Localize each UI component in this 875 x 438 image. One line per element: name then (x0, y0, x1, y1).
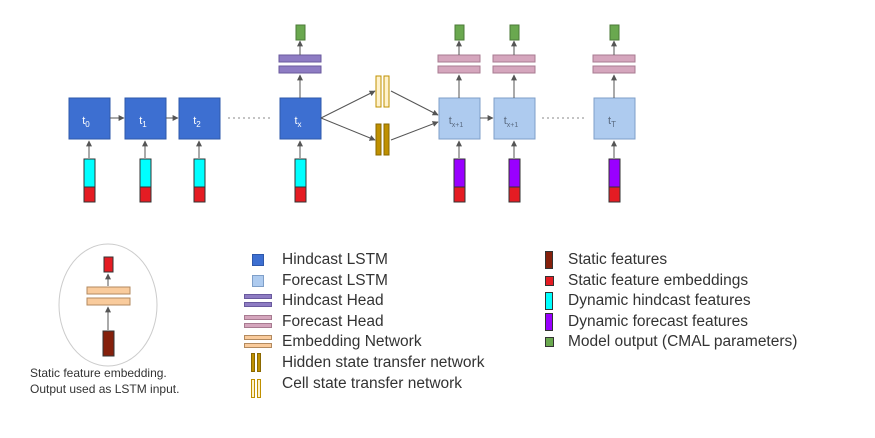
svg-text:tx+1: tx+1 (504, 115, 519, 129)
legend-label: Forecast LSTM (282, 271, 388, 289)
embedding-network (86, 297, 131, 306)
legend-label: Static feature embeddings (568, 271, 749, 289)
forecast-lstm-tT: tT (593, 97, 636, 140)
model-output (295, 24, 306, 41)
legend-label: Hindcast Head (282, 292, 384, 310)
legend-label: Static features (568, 251, 668, 268)
timestep-label: t (82, 115, 85, 127)
arrow (390, 121, 439, 141)
svg-text:tx+1: tx+1 (449, 115, 464, 129)
hindcast-head (278, 54, 322, 74)
timestep-label: t (504, 115, 507, 127)
svg-text:t1: t1 (139, 115, 147, 129)
legend-label: Forecast Head (282, 312, 384, 330)
timestep-label: t (294, 115, 297, 127)
legend-label: Hindcast LSTM (282, 251, 388, 268)
timestep-label: t (449, 115, 452, 127)
hidden-state-transfer-network (375, 123, 390, 156)
hindcast-lstm-tx: tx (279, 97, 322, 140)
svg-text:t2: t2 (193, 115, 201, 129)
embedding-network (86, 286, 131, 295)
model-output (454, 24, 465, 41)
legend-label: Model output (CMAL parameters) (568, 333, 798, 351)
forecast-input-tT (608, 158, 621, 203)
timestep-subscript: 1 (142, 120, 147, 129)
model-output (609, 24, 620, 41)
timestep-label: t (193, 115, 196, 127)
svg-text:t0: t0 (82, 115, 90, 129)
legend-label: Dynamic forecast features (568, 312, 749, 330)
forecast-lstm-tx1a: tx+1 (438, 97, 481, 140)
timestep-subscript: x (298, 120, 302, 129)
model-output (509, 24, 520, 41)
hindcast-lstm-t0: t0 (68, 97, 111, 140)
timestep-subscript: T (611, 120, 616, 129)
static-embedding-inset (58, 243, 158, 367)
timestep-subscript: x+1 (507, 122, 519, 129)
forecast-head (492, 54, 536, 74)
timestep-subscript: 2 (196, 120, 201, 129)
static-embedding (103, 256, 114, 273)
inset-caption: Static feature embedding. Output used as… (30, 366, 179, 397)
timestep-subscript: x+1 (452, 122, 464, 129)
hindcast-input-t2 (193, 158, 206, 203)
forecast-input-tx1a (453, 158, 466, 203)
forecast-head (592, 54, 636, 74)
hindcast-lstm-t1: t1 (124, 97, 167, 140)
svg-text:tx: tx (294, 115, 301, 129)
legend-label: Dynamic hindcast features (568, 292, 751, 310)
caption-line: Output used as LSTM input. (30, 381, 180, 396)
caption-line: Static feature embedding. (30, 366, 167, 380)
arrow (320, 90, 376, 119)
timestep-label: t (139, 115, 142, 127)
forecast-head (437, 54, 481, 74)
cell-state-transfer-network (375, 75, 390, 108)
hindcast-lstm-t2: t2 (178, 97, 221, 140)
arrow (390, 90, 439, 116)
hindcast-input-t1 (139, 158, 152, 203)
hindcast-input-tx (294, 158, 307, 203)
arrow (320, 117, 376, 141)
hindcast-input-t0 (83, 158, 96, 203)
static-features (102, 330, 115, 357)
forecast-lstm-tx1b: tx+1 (493, 97, 536, 140)
timestep-label: t (608, 115, 611, 127)
forecast-input-tx1b (508, 158, 521, 203)
legend-label: Cell state transfer network (282, 374, 463, 392)
svg-text:tT: tT (608, 115, 616, 129)
legend-label: Embedding Network (282, 333, 422, 351)
timestep-subscript: 0 (85, 120, 90, 129)
legend-label: Hidden state transfer network (282, 353, 485, 371)
